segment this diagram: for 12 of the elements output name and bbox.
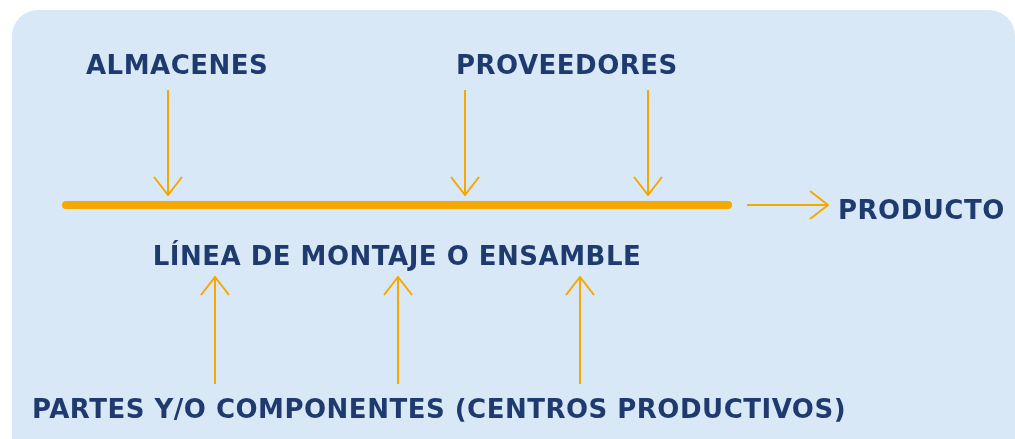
arrow [633,89,663,196]
line-label: LÍNEA DE MONTAJE O ENSAMBLE [152,241,642,271]
source-label: PROVEEDORES [456,50,678,80]
arrow [746,190,829,220]
arrow [200,276,230,385]
arrow [383,276,413,385]
source-label: ALMACENES [86,50,269,80]
arrow [450,89,480,196]
input-label: PARTES Y/O COMPONENTES (CENTROS PRODUCTIVOS) [32,394,847,424]
arrow [153,89,183,196]
arrow [565,276,595,385]
output-label: PRODUCTO [838,195,1005,225]
